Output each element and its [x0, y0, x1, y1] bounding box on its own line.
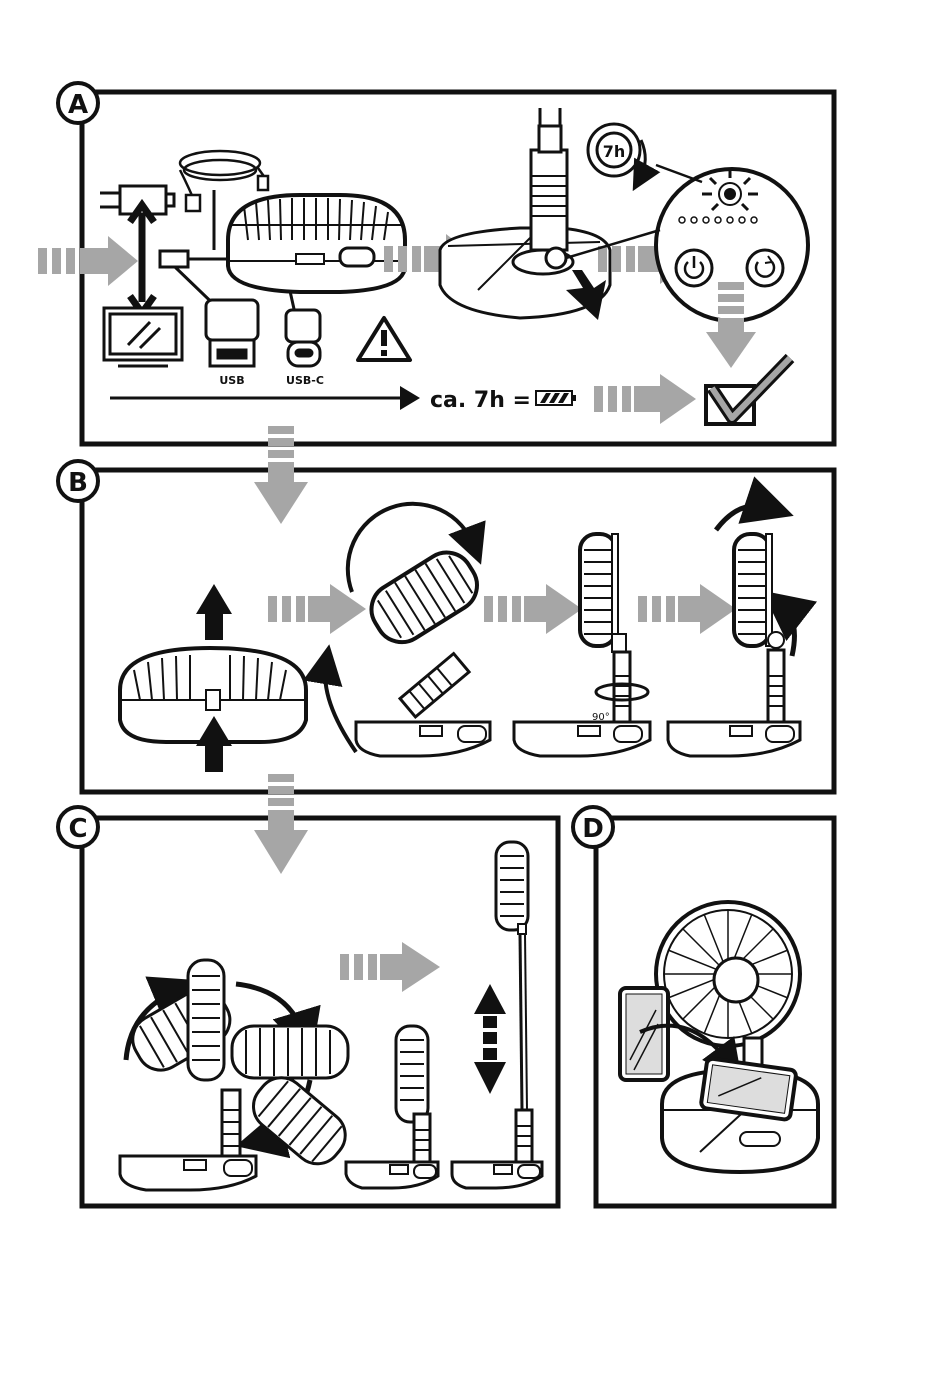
panel-b-letter: B	[68, 468, 88, 498]
panel-c-letter: C	[68, 814, 87, 844]
panel-a-letter: A	[68, 90, 88, 120]
usbc-connector-icon	[286, 310, 320, 366]
fan-tilt-adjust	[668, 506, 800, 756]
power-button-icon	[676, 250, 712, 286]
monitor-icon	[104, 308, 182, 366]
fan-low-height	[346, 1026, 438, 1188]
panel-c-badge: C	[58, 807, 98, 847]
gray-arrow-icon	[38, 236, 138, 286]
fan-full-height	[452, 842, 542, 1188]
checkmark-icon	[706, 358, 790, 424]
panel-a-badge: A	[58, 83, 98, 123]
timer-icon: 7h	[588, 124, 645, 178]
gray-arrow-icon	[254, 774, 308, 874]
timer-label: 7h	[603, 142, 626, 161]
gray-arrow-icon	[340, 942, 440, 992]
gray-arrow-icon	[254, 426, 308, 524]
timeline-arrowhead-icon	[400, 386, 420, 410]
usbc-label: USB-C	[286, 374, 324, 387]
gray-arrow-icon	[594, 374, 696, 424]
fan-fold-sequence	[120, 960, 355, 1190]
phone-in-holder	[701, 1058, 797, 1120]
height-adjust-icon	[474, 984, 506, 1094]
mode-button-icon	[747, 250, 783, 286]
gray-arrow-icon	[484, 584, 582, 634]
panel-d-letter: D	[582, 814, 604, 844]
panel-b-badge: B	[58, 461, 98, 501]
usb-label: USB	[219, 374, 244, 387]
fan-with-phone-holder	[656, 902, 818, 1172]
folded-fan	[228, 195, 405, 292]
battery-full-icon	[536, 391, 576, 405]
usb-connector-icon	[206, 300, 258, 366]
fan-tilting-open	[325, 504, 490, 756]
warning-icon	[358, 318, 410, 360]
charge-duration-label: ca. 7h =	[430, 388, 531, 413]
rotation-angle-label: 90°	[592, 712, 610, 723]
fan-upright	[514, 534, 650, 756]
gray-arrow-icon	[638, 584, 736, 634]
panel-d-badge: D	[573, 807, 613, 847]
smartphone-icon	[620, 988, 668, 1080]
